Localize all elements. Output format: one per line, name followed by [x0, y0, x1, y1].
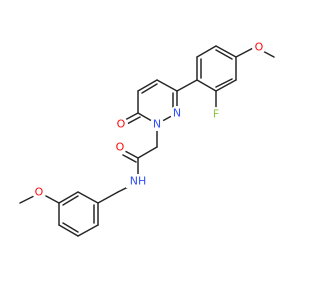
atom-f1: F — [209, 107, 223, 121]
atom-o1-label: O — [255, 41, 264, 54]
bond — [77, 224, 99, 237]
bond — [58, 224, 79, 237]
bond — [141, 83, 158, 94]
bond — [62, 195, 79, 206]
bond — [137, 79, 158, 92]
bond — [126, 116, 141, 125]
molecule-canvas: O F N N O O NH O — [19, 40, 275, 237]
atom-o2-label: O — [117, 118, 126, 131]
bond-layer — [19, 45, 275, 237]
bond — [196, 45, 217, 58]
bond — [215, 49, 233, 60]
bond — [196, 79, 217, 92]
atom-nh-label: NH — [130, 175, 147, 188]
atom-layer: O F N N O O NH O — [32, 40, 266, 199]
bond — [176, 79, 198, 92]
bond — [124, 150, 139, 159]
bond — [235, 46, 256, 58]
atom-n1-label: N — [173, 107, 181, 120]
bond — [215, 78, 233, 88]
atom-o1: O — [252, 40, 266, 54]
bond — [122, 154, 137, 163]
atom-o3-label: O — [116, 141, 125, 154]
bond — [215, 79, 237, 92]
bond — [156, 79, 178, 92]
atom-nh: NH — [126, 174, 150, 188]
bond — [77, 191, 99, 204]
atom-o3: O — [113, 140, 127, 154]
atom-n2-label: N — [153, 118, 161, 131]
bond — [137, 146, 158, 159]
bond — [97, 191, 119, 204]
molecule-structure: O F N N O O NH O — [19, 40, 275, 237]
bond — [124, 112, 139, 121]
atom-n2: N — [150, 117, 164, 131]
bond — [58, 191, 79, 204]
atom-o2: O — [114, 117, 128, 131]
bond — [62, 222, 79, 233]
atom-o4-label: O — [35, 186, 44, 199]
bond — [45, 195, 60, 204]
atom-o4: O — [32, 185, 46, 199]
atom-f1-label: F — [213, 108, 219, 121]
bond — [215, 45, 237, 58]
atom-n1: N — [170, 106, 184, 120]
bond — [19, 195, 35, 204]
